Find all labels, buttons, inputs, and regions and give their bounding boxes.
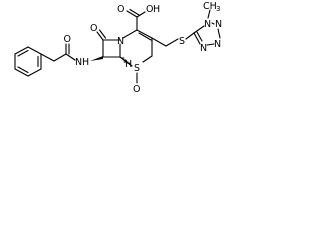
tetrazole-n1-label: N bbox=[204, 19, 211, 30]
tetrazole-n3-label: N bbox=[214, 39, 221, 50]
tetrazole-n2-label: N bbox=[200, 43, 207, 54]
acid-hydroxyl-hydrogen-label: H bbox=[153, 4, 160, 15]
lactam-carbonyl-oxygen-label: O bbox=[90, 23, 97, 34]
phenyl-ring bbox=[14, 46, 42, 77]
methyl-label: CH bbox=[203, 1, 217, 12]
amide-oxygen-label: O bbox=[64, 34, 71, 45]
tetrazole-ring bbox=[193, 22, 221, 46]
lactam-nitrogen-label: N bbox=[117, 36, 124, 47]
n-methyl-bond bbox=[207, 9, 211, 19]
tetrazole-n4-label: N bbox=[215, 19, 222, 30]
thiomethyl-linker bbox=[151, 32, 195, 47]
sulfoxide-oxygen-label: O bbox=[133, 84, 140, 95]
dihydrothiazine-ring bbox=[119, 29, 153, 67]
c6-hydrogen-label: H bbox=[125, 59, 132, 70]
nh-nitrogen-label: N bbox=[75, 57, 82, 68]
cephalosporin-structure-diagram: O N H O N H S O O O H bbox=[14, 1, 222, 95]
thioether-sulfur-label: S bbox=[179, 36, 185, 47]
acid-carbonyl-oxygen-label: O bbox=[117, 4, 124, 15]
ring-sulfur-label: S bbox=[134, 63, 140, 74]
nh-wedge-bond bbox=[90, 56, 103, 61]
acid-hydroxyl-oxygen-label: O bbox=[146, 4, 153, 15]
beta-lactam-ring bbox=[96, 29, 121, 58]
methyl-subscript: 3 bbox=[216, 5, 220, 13]
phenylacetyl-chain bbox=[40, 43, 76, 62]
carboxylic-acid bbox=[126, 8, 146, 31]
nh-hydrogen-label: H bbox=[82, 57, 89, 68]
